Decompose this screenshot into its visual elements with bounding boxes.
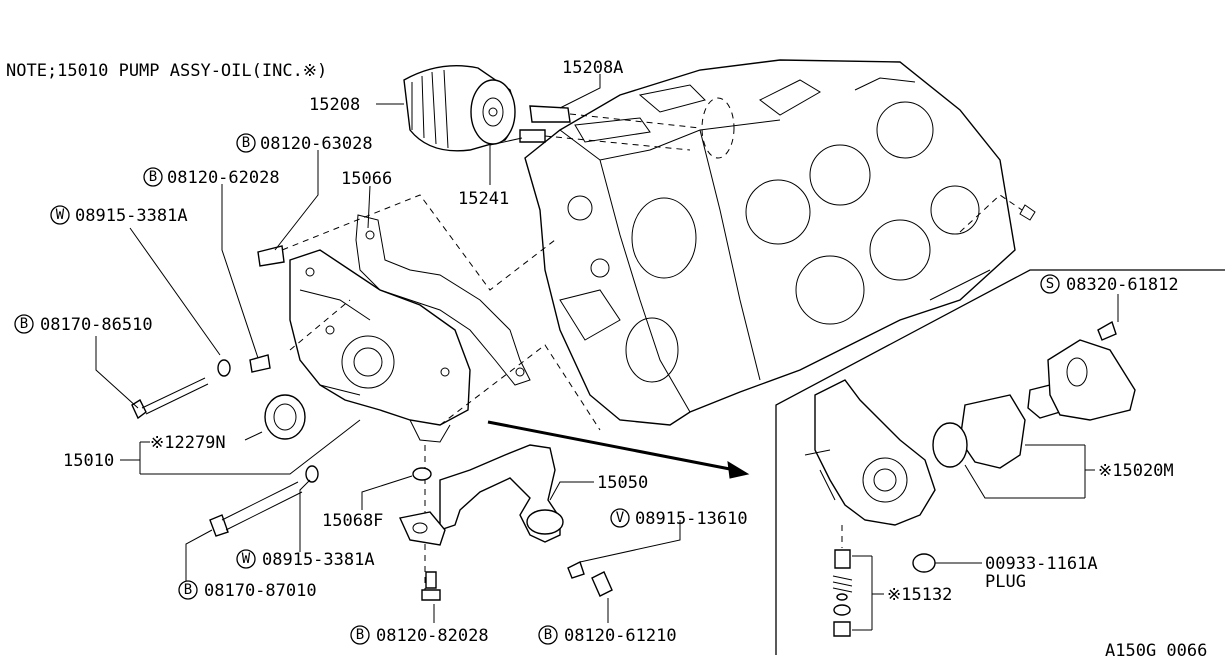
leader-lines (95, 74, 1119, 631)
label-00933-1161A: 00933-1161A (985, 554, 1098, 574)
bolt-08120-62028-illustration (249, 354, 271, 373)
badge-w-08915-3381A-top: W (50, 205, 70, 225)
engine-block-illustration (524, 59, 1036, 426)
oil-seal-illustration (264, 394, 306, 440)
label-08120-61210: 08120-61210 (564, 626, 677, 646)
oil-pump-body-illustration (289, 249, 471, 443)
label-08170-87010: 08170-87010 (204, 581, 317, 601)
badge-letter: B (544, 627, 552, 643)
label-15066: 15066 (341, 169, 392, 189)
label-15208: 15208 (309, 95, 360, 115)
label-15132: ※15132 (887, 585, 952, 605)
badge-b-08120-82028: B (350, 625, 370, 645)
label-08915-13610: 08915-13610 (635, 509, 748, 529)
badge-letter: B (242, 135, 250, 151)
badge-b-08170-87010: B (178, 580, 198, 600)
badge-letter: W (56, 207, 65, 223)
washer-top-illustration (217, 359, 231, 377)
badge-letter: B (20, 316, 28, 332)
label-08120-63028: 08120-63028 (260, 134, 373, 154)
oil-strainer-illustration (398, 444, 564, 546)
washer-08915-13610-illustration (567, 561, 585, 579)
bolt-08170-86510-illustration (131, 377, 209, 420)
badge-w-08915-3381A-bottom: W (236, 549, 256, 569)
badge-b-08120-61210: B (538, 625, 558, 645)
badge-b-08120-62028: B (143, 167, 163, 187)
relief-valve-parts-illustration (832, 525, 853, 637)
label-08120-62028: 08120-62028 (167, 168, 280, 188)
detail-pump-body-illustration (804, 379, 936, 526)
screw-08320-61812-illustration (1097, 320, 1117, 341)
label-plug: PLUG (985, 572, 1026, 592)
badge-b-08120-63028: B (236, 133, 256, 153)
badge-letter: V (616, 510, 625, 526)
washer-bottom-illustration (305, 465, 319, 483)
bolt-08120-61210-illustration (591, 571, 613, 597)
badge-letter: B (184, 582, 192, 598)
badge-letter: W (242, 551, 251, 567)
oil-filter-illustration (403, 65, 516, 152)
badge-b-08170-86510: B (14, 314, 34, 334)
label-08915-3381A-bottom: 08915-3381A (262, 550, 375, 570)
front-cover-gasket-illustration (355, 214, 531, 386)
label-08320-61812: 08320-61812 (1066, 275, 1179, 295)
label-08120-82028: 08120-82028 (376, 626, 489, 646)
bolt-08120-63028-illustration (257, 245, 285, 267)
label-08170-86510: 08170-86510 (40, 315, 153, 335)
badge-letter: B (356, 627, 364, 643)
badge-s-08320-61812: S (1040, 274, 1060, 294)
label-15010: 15010 (63, 451, 114, 471)
filter-fitting-illustration (519, 105, 701, 151)
rotor-set-illustration (932, 339, 1136, 469)
label-15050: 15050 (597, 473, 648, 493)
note-text: NOTE;15010 PUMP ASSY-OIL(INC.※) (6, 61, 327, 81)
label-15020M: ※15020M (1098, 461, 1174, 481)
badge-letter: B (149, 169, 157, 185)
detail-frame (775, 269, 1225, 655)
label-08915-3381A-top: 08915-3381A (75, 206, 188, 226)
plug-illustration (912, 553, 936, 573)
label-15241: 15241 (458, 189, 509, 209)
figure-code: A150G 0066 (1105, 641, 1207, 661)
detail-arrow (487, 420, 736, 472)
badge-letter: S (1046, 276, 1054, 292)
bolt-08120-82028-illustration (421, 571, 441, 601)
label-12279N: ※12279N (150, 433, 226, 453)
badge-v-08915-13610: V (610, 508, 630, 528)
label-15208A: 15208A (562, 58, 623, 78)
bolt-08170-87010-illustration (209, 481, 303, 537)
label-15068F: 15068F (322, 511, 383, 531)
